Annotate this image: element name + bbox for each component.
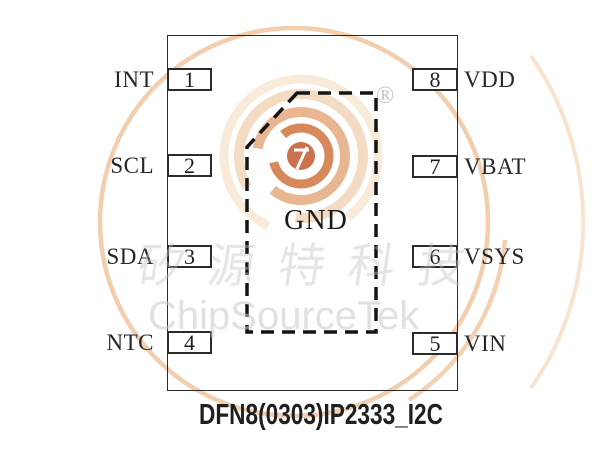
- pin-name-VSYS: VSYS: [464, 244, 525, 269]
- pin-number: 5: [429, 330, 441, 356]
- pin-name-VBAT: VBAT: [464, 154, 527, 179]
- pin-box-7: 7: [412, 155, 458, 178]
- pin-box-1: 1: [167, 68, 212, 91]
- pin-name-INT: INT: [114, 67, 154, 92]
- pin-name-VIN: VIN: [464, 331, 507, 356]
- pin-number: 6: [429, 243, 441, 269]
- pin-box-3: 3: [167, 245, 212, 268]
- pin-box-5: 5: [412, 332, 458, 355]
- package-caption: DFN8(0303)IP2333_I2C: [199, 399, 443, 431]
- pin-number: 4: [184, 329, 195, 355]
- pin-name-SCL: SCL: [110, 153, 154, 178]
- pin-name-VDD: VDD: [464, 67, 516, 92]
- pin-name-SDA: SDA: [106, 244, 154, 269]
- pin-name-NTC: NTC: [106, 330, 154, 355]
- pin-number: 8: [429, 66, 441, 92]
- pin-box-4: 4: [167, 331, 212, 354]
- pin-number: 7: [429, 153, 441, 179]
- pin-box-6: 6: [412, 245, 458, 268]
- pin-number: 2: [184, 152, 195, 178]
- pin-number: 3: [184, 243, 195, 269]
- pin-box-2: 2: [167, 154, 212, 177]
- pin-number: 1: [184, 66, 195, 92]
- pad-label: GND: [284, 205, 348, 236]
- pin-box-8: 8: [412, 68, 458, 91]
